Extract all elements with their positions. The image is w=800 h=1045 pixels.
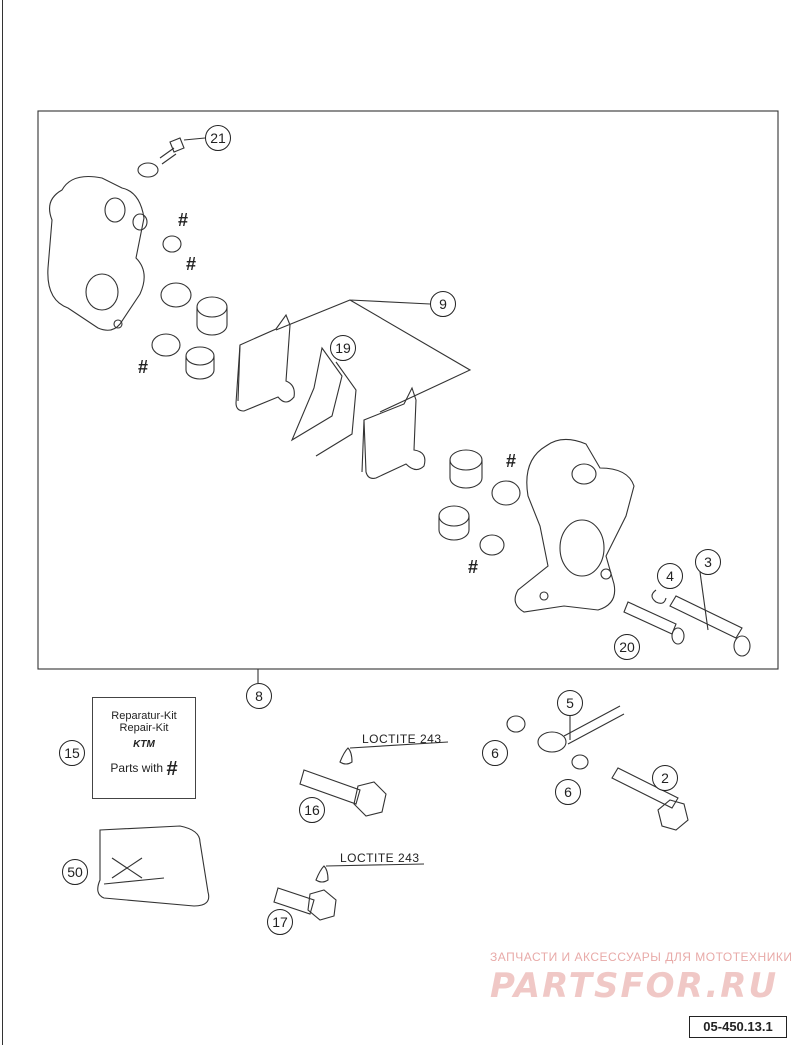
hash-marker: # bbox=[178, 210, 189, 230]
bleeder-screw bbox=[137, 137, 206, 178]
repair-kit-parts-note: Parts with # bbox=[93, 758, 195, 781]
repair-kit-title-de: Reparatur-Kit bbox=[111, 710, 177, 722]
callout-16: 16 bbox=[299, 797, 325, 823]
pad-spring bbox=[290, 346, 357, 457]
retaining-clip bbox=[651, 589, 667, 604]
ktm-logo: KTM bbox=[133, 739, 155, 750]
piston bbox=[196, 296, 228, 336]
parts-with-hash: # bbox=[166, 758, 178, 780]
callout-2: 2 bbox=[652, 765, 678, 791]
caliper-right-half bbox=[514, 438, 635, 613]
callout-9: 9 bbox=[430, 291, 456, 317]
hash-marker: # bbox=[468, 557, 479, 577]
o-ring bbox=[491, 480, 521, 506]
pad-pin bbox=[669, 571, 751, 657]
o-ring bbox=[479, 534, 505, 556]
bolt-2 bbox=[611, 767, 689, 831]
callout-50: 50 bbox=[62, 859, 88, 885]
hash-marker: # bbox=[186, 254, 197, 274]
loctite-label: LOCTITE 243 bbox=[340, 851, 420, 865]
caliper-left-half bbox=[47, 175, 148, 331]
parts-with-text: Parts with bbox=[110, 761, 164, 775]
pad-pin-short bbox=[623, 601, 685, 645]
callout-4: 4 bbox=[657, 563, 683, 589]
leader-9 bbox=[275, 299, 472, 413]
callout-17: 17 bbox=[267, 909, 293, 935]
callout-21: 21 bbox=[205, 125, 231, 151]
piston bbox=[438, 505, 470, 541]
hash-marker: # bbox=[138, 357, 149, 377]
washer bbox=[506, 715, 526, 733]
callout-5: 5 bbox=[557, 690, 583, 716]
bolt-16 bbox=[299, 741, 449, 817]
brake-pad-left bbox=[235, 313, 295, 412]
repair-kit-box: Reparatur-Kit Repair-Kit KTM Parts with … bbox=[92, 697, 196, 799]
callout-15: 15 bbox=[59, 740, 85, 766]
o-ring bbox=[151, 333, 181, 357]
brake-line-fitting bbox=[537, 705, 625, 753]
hash-marker: # bbox=[506, 451, 517, 471]
o-ring bbox=[162, 235, 182, 253]
assembly-frame bbox=[37, 110, 779, 670]
callout-3: 3 bbox=[695, 549, 721, 575]
bolt-17 bbox=[273, 863, 425, 921]
callout-8: 8 bbox=[246, 683, 272, 709]
callout-20: 20 bbox=[614, 634, 640, 660]
watermark-brand: PARTSFOR.RU bbox=[490, 966, 779, 1006]
washer bbox=[571, 754, 589, 770]
watermark-tagline: ЗАПЧАСТИ И АКСЕССУАРЫ ДЛЯ МОТОТЕХНИКИ bbox=[490, 950, 793, 964]
piston bbox=[185, 346, 215, 380]
callout-19: 19 bbox=[330, 335, 356, 361]
o-ring bbox=[160, 282, 192, 308]
repair-kit-title-en: Repair-Kit bbox=[119, 722, 169, 734]
loctite-label: LOCTITE 243 bbox=[362, 732, 442, 746]
brake-pad-right bbox=[361, 386, 426, 479]
tool-50 bbox=[97, 825, 210, 907]
figure-code: 05-450.13.1 bbox=[689, 1016, 787, 1038]
page-left-rule bbox=[2, 0, 3, 1045]
callout-6: 6 bbox=[482, 740, 508, 766]
piston bbox=[449, 449, 483, 489]
callout-6: 6 bbox=[555, 779, 581, 805]
